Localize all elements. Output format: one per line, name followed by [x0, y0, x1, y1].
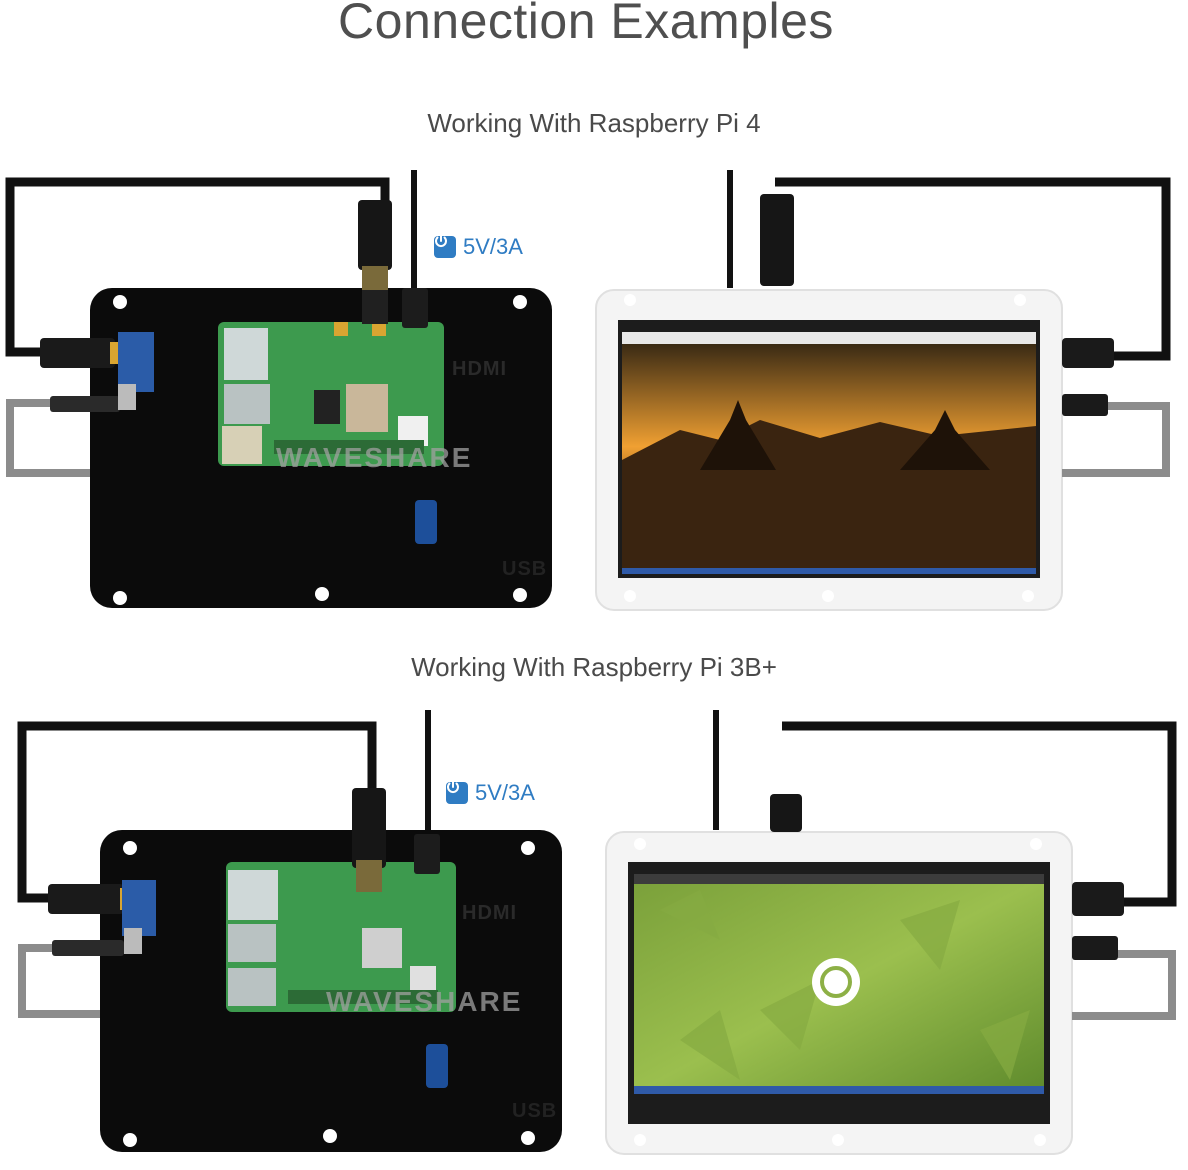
brand-watermark: WAVESHARE: [326, 986, 523, 1017]
page-title: Connection Examples: [338, 0, 834, 49]
power-icon: [446, 780, 468, 804]
power-icon: [434, 234, 456, 258]
section-title-pi4: Working With Raspberry Pi 4: [427, 108, 761, 138]
section-title-pi3b: Working With Raspberry Pi 3B+: [411, 652, 777, 682]
usb-port-label: USB: [512, 1100, 558, 1122]
hdmi-cable: [5, 177, 390, 357]
connection-scene-pi3b: 5V/3A HDMI USB WAVESHARE: [0, 710, 1188, 1170]
connection-scene-pi4: 5V/3A HDMI USB WAVESHARE: [0, 170, 1188, 630]
usb-port-label: USB: [502, 558, 548, 580]
raspberry-pi-3b-board: [226, 862, 456, 1012]
brand-watermark: WAVESHARE: [276, 442, 473, 473]
power-spec-text: 5V/3A: [475, 780, 535, 805]
hdmi-port-label: HDMI: [452, 358, 508, 380]
pi3b-illustration: [17, 710, 1177, 1155]
hdmi-port-label: HDMI: [462, 902, 518, 924]
hdmi-cable: [17, 721, 377, 903]
pi4-illustration: [5, 170, 1171, 611]
power-spec-text: 5V/3A: [463, 234, 523, 259]
power-spec-label: 5V/3A: [446, 780, 535, 806]
power-spec-label: 5V/3A: [434, 234, 523, 260]
